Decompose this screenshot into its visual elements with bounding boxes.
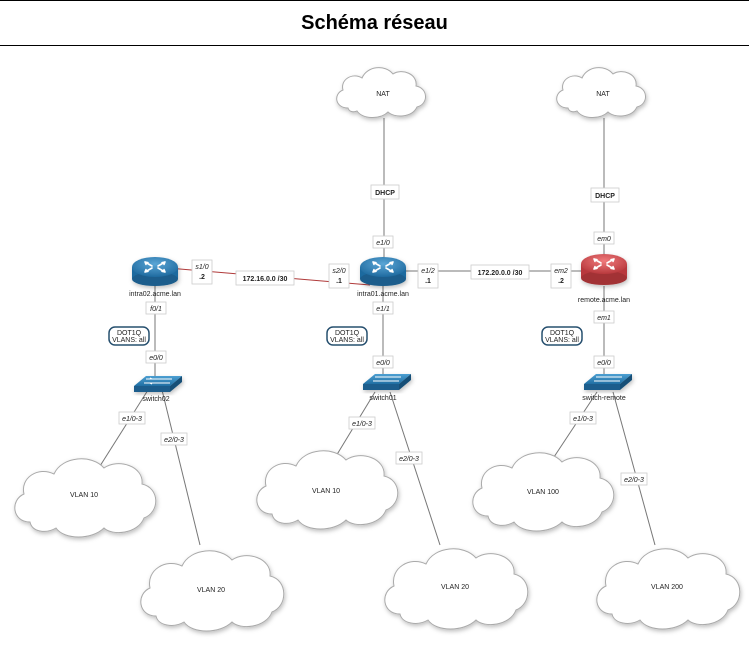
iface-intra02-s10: s1/0 [195,264,208,271]
iface-sw02-e20-3: e2/0-3 [164,437,184,444]
iface-swr-e20-3: e2/0-3 [624,477,644,484]
cloud-label-vlan20-mid: VLAN 20 [441,584,469,591]
subnet-label-s1: 172.16.0.0 /30 [243,276,288,283]
router-label-remote: remote.acme.lan [578,297,630,304]
cloud-label-nat-left: NAT [376,91,390,98]
iface-intra01-e11: e1/1 [376,306,390,313]
iface-intra02-f01: f0/1 [150,306,162,313]
interface-labels: s1/0 .2 f0/1 s2/0 .1 e1/0 e1/2 .1 e1/1 e… [118,231,648,486]
router-icon [360,257,406,286]
trunk-left-line2: VLANS: all [112,337,146,344]
iface-remote-em0: em0 [597,236,611,243]
cloud-vlan10-mid [256,450,399,530]
trunk-right-line1: DOT1Q [550,330,575,337]
page-title: Schéma réseau [301,11,448,34]
dhcp-box-right: DHCP [590,187,620,203]
trunk-mid-line1: DOT1Q [335,330,360,337]
cloud-icon [256,450,399,530]
dhcp-label-left: DHCP [375,190,395,197]
switch01[interactable] [363,374,411,390]
iface-remote-em1: em1 [597,315,611,322]
switch-label-switch-remote: switch-remote [582,395,626,402]
cloud-label-nat-right: NAT [596,91,610,98]
router-icon [581,254,627,285]
subnet-box-s1: 172.16.0.0 /30 [235,270,295,286]
dhcp-box-left: DHCP [370,184,400,200]
cloud-nat-left [336,67,426,118]
cloud-icon [14,458,157,538]
iface-swr-e10-3: e1/0-3 [573,416,593,423]
router-label-intra01: intra01.acme.lan [357,291,409,298]
cloud-vlan100-right [472,452,615,532]
router-icon [132,257,178,286]
iface-intra02-s10-ip: .2 [199,274,205,281]
router-intra01[interactable] [360,257,406,286]
link-swr-vlan200 [612,391,656,546]
trunk-badge-left: DOT1Q VLANS: all [108,326,150,346]
link-sw02-vlan20 [161,389,201,546]
switch-icon [134,376,182,392]
cloud-label-vlan10-mid: VLAN 10 [312,488,340,495]
iface-sw02-e10-3: e1/0-3 [122,416,142,423]
iface-intra01-e10: e1/0 [376,240,390,247]
iface-intra01-s20-ip: .1 [336,278,342,285]
cloud-icon [472,452,615,532]
router-intra02[interactable] [132,257,178,286]
switch-icon [584,374,632,390]
trunk-badge-right: DOT1Q VLANS: all [541,326,583,346]
cloud-icon [596,548,741,630]
cloud-label-vlan200-right: VLAN 200 [651,584,683,591]
cloud-icon [556,67,646,118]
iface-sw02-e00: e0/0 [149,355,163,362]
iface-intra01-s20: s2/0 [332,268,345,275]
cloud-icon [336,67,426,118]
trunk-badge-mid: DOT1Q VLANS: all [326,326,368,346]
iface-swr-e00: e0/0 [597,360,611,367]
cloud-icon [140,550,285,632]
iface-intra01-e12-ip: .1 [425,278,431,285]
switch-label-switch02: switch02 [142,396,169,403]
cloud-vlan20-mid [384,548,529,630]
trunk-left-line1: DOT1Q [117,330,142,337]
cloud-icon [384,548,529,630]
iface-sw01-e00: e0/0 [376,360,390,367]
switch-label-switch01: switch01 [369,395,396,402]
dhcp-label-right: DHCP [595,193,615,200]
switch02[interactable] [134,376,182,392]
router-label-intra02: intra02.acme.lan [129,291,181,298]
cloud-nat-right [556,67,646,118]
link-sw02-vlan10 [99,389,149,467]
link-sw01-vlan20 [389,391,441,546]
cloud-label-vlan20-left: VLAN 20 [197,587,225,594]
link-swr-vlan100 [547,391,598,467]
cloud-label-vlan100-right: VLAN 100 [527,489,559,496]
iface-intra01-e12: e1/2 [421,268,435,275]
cloud-vlan20-left [140,550,285,632]
cloud-vlan10-left [14,458,157,538]
iface-remote-em2-ip: .2 [558,278,564,285]
router-remote[interactable] [581,254,627,285]
iface-sw01-e20-3: e2/0-3 [399,456,419,463]
iface-sw01-e10-3: e1/0-3 [352,421,372,428]
cloud-vlan200-right [596,548,741,630]
trunk-right-line2: VLANS: all [545,337,579,344]
trunk-mid-line2: VLANS: all [330,337,364,344]
switch-remote[interactable] [584,374,632,390]
subnet-box-s2: 172.20.0.0 /30 [470,264,530,280]
title-bar: Schéma réseau [0,0,749,46]
switch-icon [363,374,411,390]
cloud-label-vlan10-left: VLAN 10 [70,492,98,499]
iface-remote-em2: em2 [554,268,568,275]
subnet-label-s2: 172.20.0.0 /30 [478,270,523,277]
